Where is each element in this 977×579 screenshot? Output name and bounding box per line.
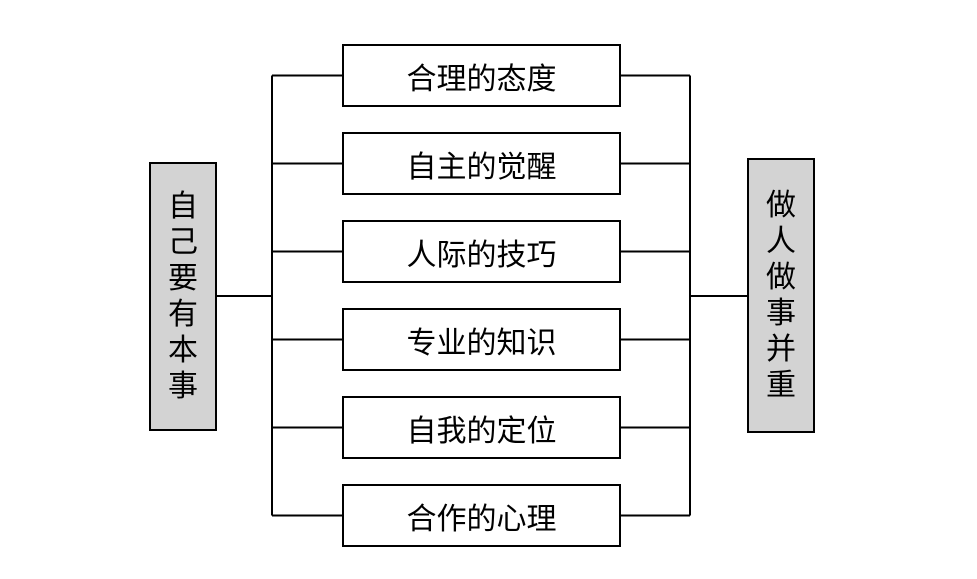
left-node-label-char: 己 (168, 224, 198, 260)
right-node-box: 做人做事并重 (747, 158, 815, 433)
middle-node-box: 自我的定位 (342, 396, 621, 459)
middle-node-label: 人际的技巧 (406, 237, 557, 273)
right-node-label-char: 并 (766, 331, 796, 367)
middle-node-label: 合理的态度 (406, 61, 557, 97)
right-node-label-char: 人 (766, 223, 796, 259)
right-node-label-char: 做 (766, 259, 796, 295)
right-node-label-char: 做 (766, 187, 796, 223)
middle-node-box: 合理的态度 (342, 44, 621, 107)
left-node-box: 自己要有本事 (149, 162, 217, 431)
middle-node-label: 专业的知识 (406, 325, 557, 361)
left-node-label-char: 本 (168, 332, 198, 368)
middle-node-box: 合作的心理 (342, 484, 621, 547)
middle-node-label: 自我的定位 (406, 413, 557, 449)
left-node-label-char: 要 (168, 260, 198, 296)
middle-node-box: 自主的觉醒 (342, 132, 621, 195)
middle-node-label: 自主的觉醒 (406, 149, 557, 185)
left-node-label-char: 有 (168, 296, 198, 332)
right-node-label-char: 重 (766, 367, 796, 403)
middle-node-label: 合作的心理 (406, 501, 557, 537)
middle-node-box: 专业的知识 (342, 308, 621, 371)
left-node-label-char: 自 (168, 188, 198, 224)
right-node-label-char: 事 (766, 295, 796, 331)
middle-node-box: 人际的技巧 (342, 220, 621, 283)
left-node-label-char: 事 (168, 368, 198, 404)
